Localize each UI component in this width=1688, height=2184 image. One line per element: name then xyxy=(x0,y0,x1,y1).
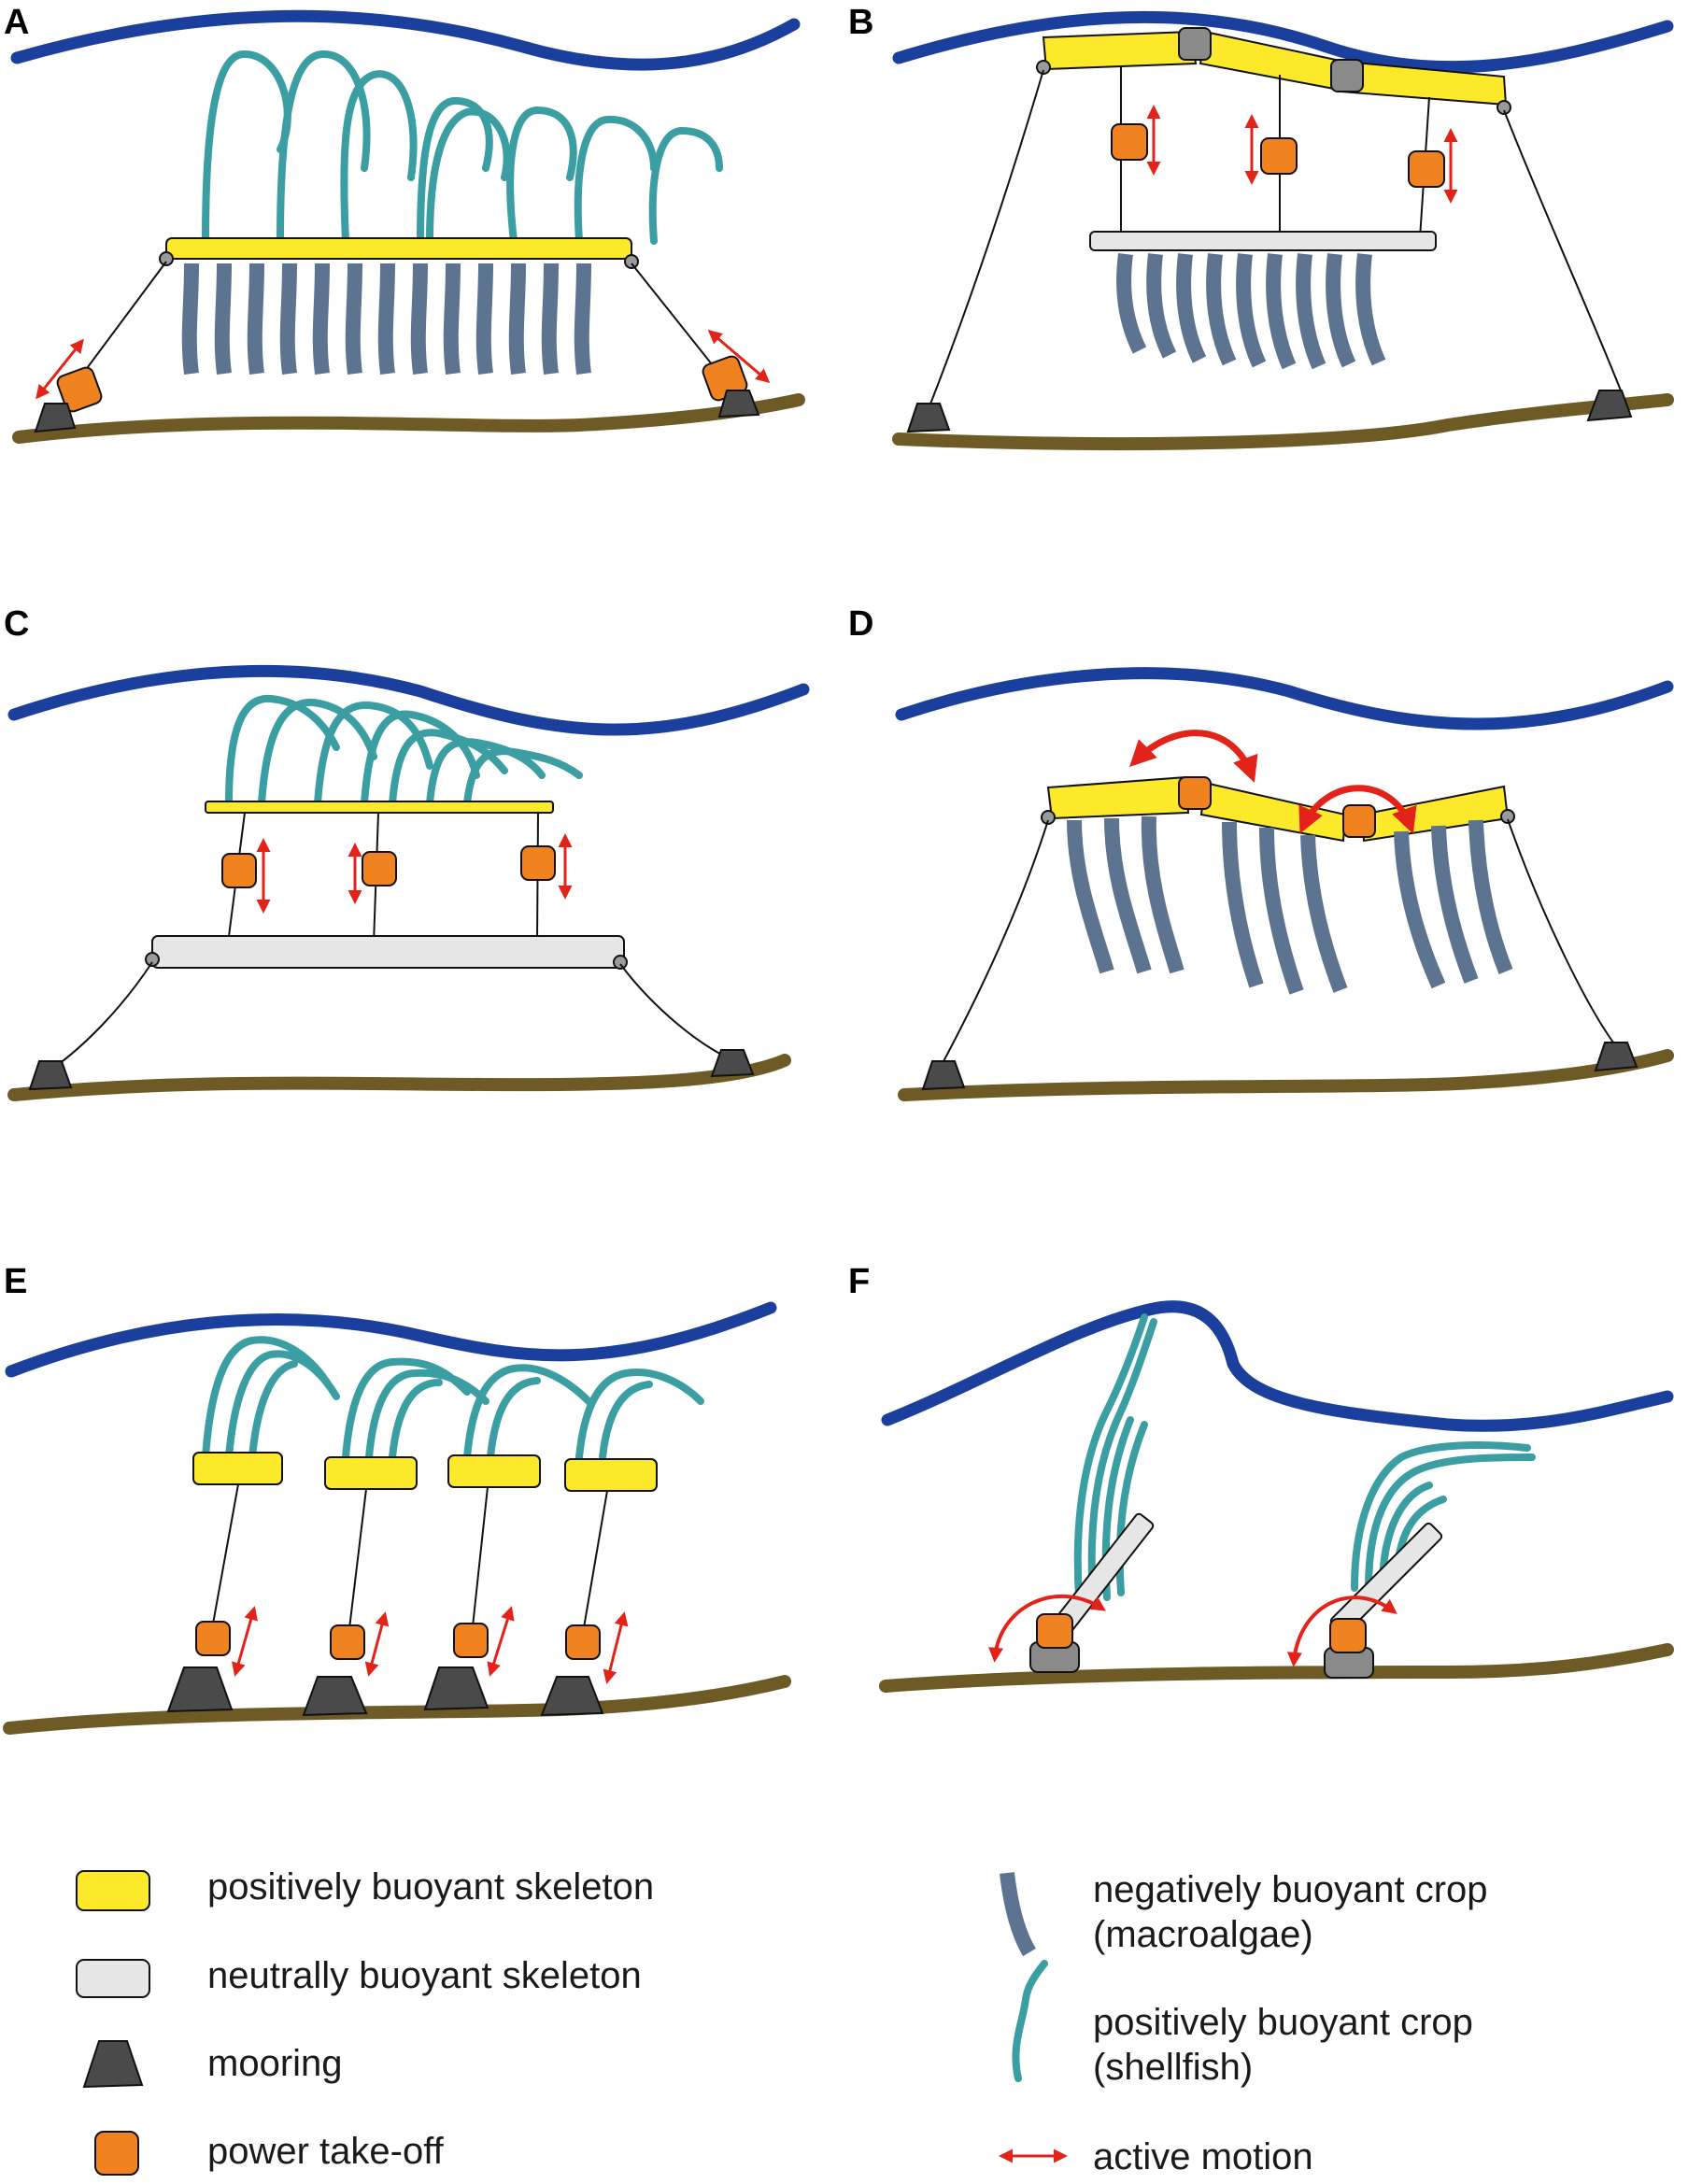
panel-letter-b: B xyxy=(848,3,873,42)
panel-c: C xyxy=(4,604,810,1101)
mooring xyxy=(1594,1042,1638,1072)
seabed xyxy=(7,1054,791,1101)
sea-surface xyxy=(895,667,1674,730)
mooring xyxy=(710,1049,755,1078)
power-take-off xyxy=(1408,150,1445,188)
sea-surface xyxy=(5,1301,777,1378)
seabed xyxy=(3,1675,791,1735)
seabed xyxy=(12,393,805,444)
mooring xyxy=(166,1666,234,1713)
sea-surface xyxy=(10,9,801,71)
power-take-off xyxy=(362,851,397,886)
active-motion-arrow-icon xyxy=(364,1611,390,1677)
mooring-icon xyxy=(82,2040,144,2089)
legend-neg-crop-line1: negatively buoyant crop xyxy=(1093,1869,1488,1910)
macroalgae-crop xyxy=(1116,252,1386,370)
panel-b: B xyxy=(848,3,1674,450)
positive-skeleton xyxy=(1042,27,1508,106)
panel-letter-c: C xyxy=(4,604,29,644)
sea-surface xyxy=(881,1300,1674,1432)
active-motion-arrow-icon xyxy=(1286,1595,1397,1667)
mooring xyxy=(540,1676,604,1717)
legend-pos-crop-line1: positively buoyant crop xyxy=(1093,2002,1473,2043)
panel-letter-e: E xyxy=(4,1262,27,1301)
legend-positive-skeleton-swatch xyxy=(76,1870,150,1911)
shellfish-crop xyxy=(202,50,723,245)
mooring xyxy=(28,1060,73,1091)
active-motion-arrow-icon xyxy=(707,330,771,383)
macroalgae-crop xyxy=(181,262,591,375)
legend-pto-label: power take-off xyxy=(207,2131,445,2172)
positive-skeleton xyxy=(165,237,632,260)
power-take-off xyxy=(520,845,556,881)
legend: positively buoyant skeleton neutrally bu… xyxy=(76,1866,1488,2177)
mooring xyxy=(423,1666,489,1711)
neutral-skeleton xyxy=(1089,231,1437,251)
panel-a: A xyxy=(4,3,805,444)
panel-d: D xyxy=(848,604,1674,1101)
power-take-off xyxy=(195,1621,231,1656)
power-take-off xyxy=(1329,1618,1367,1653)
legend-active-motion-label: active motion xyxy=(1093,2136,1313,2177)
power-take-off xyxy=(1178,776,1212,810)
positive-skeleton xyxy=(447,1454,541,1488)
active-motion-arrow-icon xyxy=(1298,785,1417,834)
power-take-off-icon xyxy=(94,2131,139,2176)
active-motion-arrow-icon xyxy=(232,1606,258,1677)
macroalgae-icon xyxy=(1000,1872,1036,1957)
active-motion-arrow-icon xyxy=(603,1611,629,1684)
active-motion-arrow-icon xyxy=(988,1594,1107,1663)
legend-neutral-skeleton-label: neutrally buoyant skeleton xyxy=(207,1955,642,1996)
shellfish-crop xyxy=(1073,1313,1536,1601)
mooring xyxy=(302,1676,368,1717)
macroalgae-crop xyxy=(1067,815,1513,995)
active-motion-arrow-icon xyxy=(35,338,84,400)
active-motion-arrow-icon xyxy=(487,1606,515,1677)
seabed xyxy=(898,1049,1674,1101)
active-motion-arrow-icon xyxy=(1129,730,1258,783)
positive-skeleton xyxy=(205,801,554,814)
power-take-off xyxy=(1111,123,1148,161)
mooring xyxy=(717,390,760,418)
sea-surface xyxy=(892,10,1674,74)
sea-surface xyxy=(7,664,810,736)
power-take-off xyxy=(221,853,257,888)
panel-letter-f: F xyxy=(848,1262,870,1301)
positive-skeleton xyxy=(324,1456,418,1490)
power-take-off xyxy=(330,1624,365,1660)
power-take-off xyxy=(1036,1613,1073,1649)
panel-letter-a: A xyxy=(4,3,29,42)
legend-mooring-label: mooring xyxy=(207,2043,343,2084)
positive-skeleton xyxy=(192,1452,283,1485)
positive-skeleton xyxy=(564,1458,658,1492)
panel-f: F xyxy=(848,1262,1674,1693)
mooring xyxy=(906,403,951,433)
legend-neutral-skeleton-swatch xyxy=(76,1959,150,1998)
shellfish-crop xyxy=(202,1336,704,1461)
power-take-off xyxy=(453,1623,489,1658)
panel-e: E xyxy=(3,1262,791,1735)
legend-positive-skeleton-label: positively buoyant skeleton xyxy=(207,1866,654,1907)
panel-letter-d: D xyxy=(848,604,873,644)
seabed xyxy=(879,1643,1674,1693)
shellfish-crop xyxy=(225,694,583,807)
legend-neg-crop-line2: (macroalgae) xyxy=(1093,1914,1313,1955)
seabed xyxy=(892,393,1674,450)
shellfish-icon xyxy=(1012,1960,1048,2082)
mooring xyxy=(921,1060,966,1091)
neutral-skeleton xyxy=(151,935,625,969)
power-take-off xyxy=(1342,804,1376,838)
power-take-off xyxy=(565,1624,601,1660)
mooring xyxy=(1586,390,1633,422)
power-take-off xyxy=(1260,137,1298,175)
legend-pos-crop-line2: (shellfish) xyxy=(1093,2047,1253,2088)
mooring xyxy=(34,403,77,433)
